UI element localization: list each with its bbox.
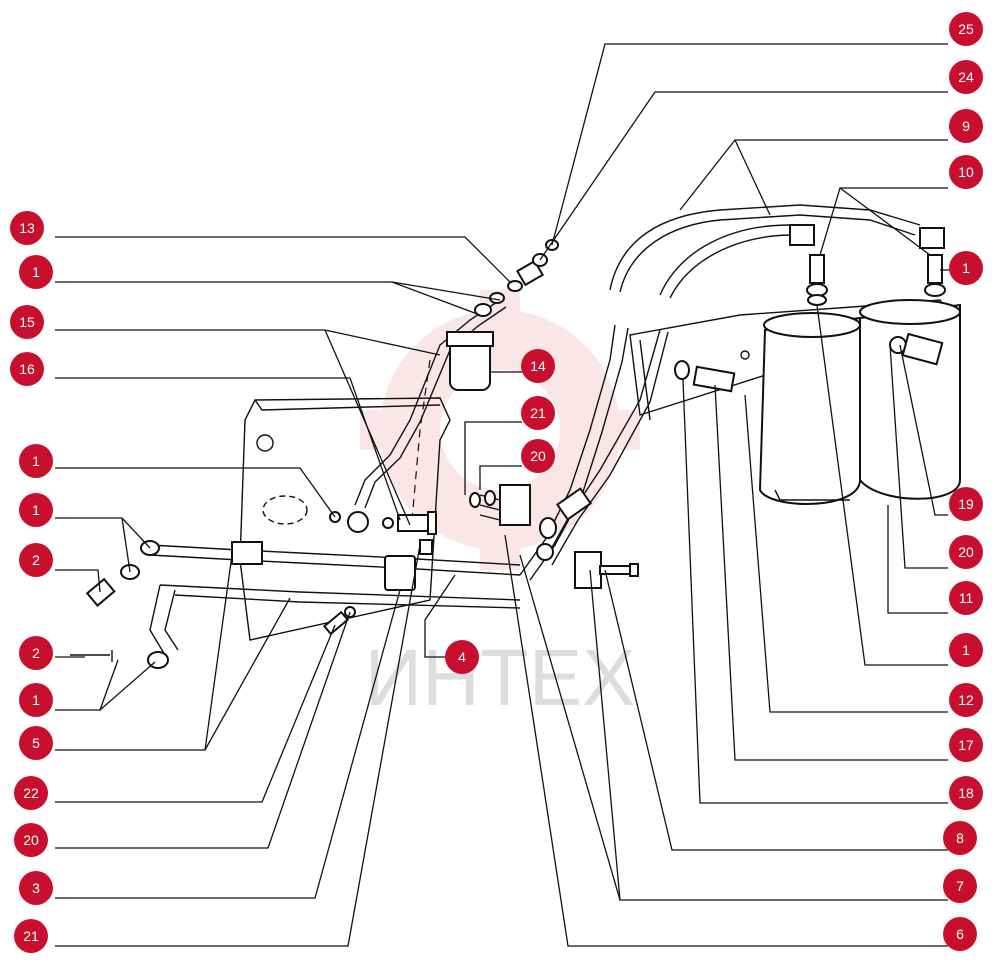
callout-21: 21 — [14, 919, 48, 953]
svg-text:2: 2 — [32, 645, 40, 661]
callout-18: 18 — [949, 776, 983, 810]
clamp-block-bottom — [574, 551, 639, 589]
clamp-block-20 — [469, 484, 531, 526]
callout-20: 20 — [14, 823, 48, 857]
svg-text:13: 13 — [19, 220, 35, 236]
svg-text:9: 9 — [962, 118, 970, 134]
pipe-clamp-center — [322, 539, 433, 636]
svg-text:1: 1 — [32, 502, 40, 518]
callout-12: 12 — [949, 683, 983, 717]
svg-text:7: 7 — [956, 878, 964, 894]
callout-15: 15 — [10, 305, 44, 339]
callouts-right: 25 24 9 10 1 19 20 11 1 12 17 18 8 7 6 — [943, 12, 983, 951]
svg-text:1: 1 — [32, 264, 40, 280]
banjo-bolt-right — [674, 360, 736, 393]
upper-hoses — [609, 204, 921, 299]
callout-17: 17 — [949, 728, 983, 762]
svg-text:16: 16 — [19, 361, 35, 377]
svg-text:24: 24 — [958, 69, 974, 85]
svg-text:10: 10 — [958, 164, 974, 180]
callout-14: 14 — [521, 349, 555, 383]
svg-text:3: 3 — [32, 880, 40, 896]
callout-2: 2 — [19, 543, 53, 577]
callout-20: 20 — [521, 439, 555, 473]
svg-text:4: 4 — [458, 649, 466, 665]
svg-text:21: 21 — [530, 405, 546, 421]
callout-1: 1 — [949, 633, 983, 667]
svg-text:20: 20 — [530, 448, 546, 464]
callout-8: 8 — [943, 821, 977, 855]
svg-text:18: 18 — [958, 785, 974, 801]
callout-24: 24 — [949, 60, 983, 94]
svg-text:19: 19 — [958, 496, 974, 512]
banjo-bolt-center — [329, 511, 437, 535]
fuel-filter-right — [859, 299, 961, 500]
leader-lines — [55, 43, 950, 947]
watermark-text: ИНТЕХ — [365, 633, 636, 722]
callout-4: 4 — [445, 640, 479, 674]
svg-text:17: 17 — [958, 737, 974, 753]
callout-1: 1 — [19, 444, 53, 478]
fuel-filter-left — [758, 312, 861, 505]
fuel-pipes-left — [70, 540, 521, 669]
callout-21: 21 — [521, 396, 555, 430]
callout-10: 10 — [949, 155, 983, 189]
svg-text:2: 2 — [32, 552, 40, 568]
prefilter-assembly — [354, 239, 559, 521]
svg-text:1: 1 — [962, 260, 970, 276]
svg-text:5: 5 — [32, 735, 40, 751]
callout-1: 1 — [949, 251, 983, 285]
callout-1: 1 — [19, 493, 53, 527]
filter-fittings — [789, 224, 946, 306]
callout-1: 1 — [19, 683, 53, 717]
callout-6: 6 — [943, 917, 977, 951]
callout-22: 22 — [14, 776, 48, 810]
callout-9: 9 — [949, 109, 983, 143]
svg-text:22: 22 — [23, 785, 39, 801]
callout-20: 20 — [949, 535, 983, 569]
svg-text:8: 8 — [956, 830, 964, 846]
callout-5: 5 — [19, 726, 53, 760]
callout-19: 19 — [949, 487, 983, 521]
svg-text:20: 20 — [23, 832, 39, 848]
svg-text:14: 14 — [530, 358, 546, 374]
callout-11: 11 — [949, 581, 983, 615]
callouts-center: 14 21 20 4 — [445, 349, 555, 674]
svg-text:20: 20 — [958, 544, 974, 560]
svg-text:12: 12 — [958, 692, 974, 708]
engine-block-outline — [239, 397, 451, 641]
svg-text:11: 11 — [959, 590, 974, 606]
svg-text:15: 15 — [19, 314, 35, 330]
callout-13: 13 — [10, 211, 44, 245]
fuel-hoses-center — [519, 324, 669, 581]
callout-1: 1 — [19, 255, 53, 289]
svg-text:1: 1 — [32, 692, 40, 708]
svg-text:1: 1 — [32, 453, 40, 469]
svg-text:21: 21 — [23, 928, 39, 944]
callout-16: 16 — [10, 352, 44, 386]
callout-3: 3 — [19, 871, 53, 905]
callout-7: 7 — [943, 869, 977, 903]
svg-text:1: 1 — [962, 642, 970, 658]
callout-2: 2 — [19, 636, 53, 670]
svg-text:25: 25 — [958, 21, 974, 37]
svg-text:6: 6 — [956, 926, 964, 942]
callouts-left: 13 1 15 16 1 1 2 2 1 5 22 20 3 21 — [10, 211, 53, 953]
callout-25: 25 — [949, 12, 983, 46]
